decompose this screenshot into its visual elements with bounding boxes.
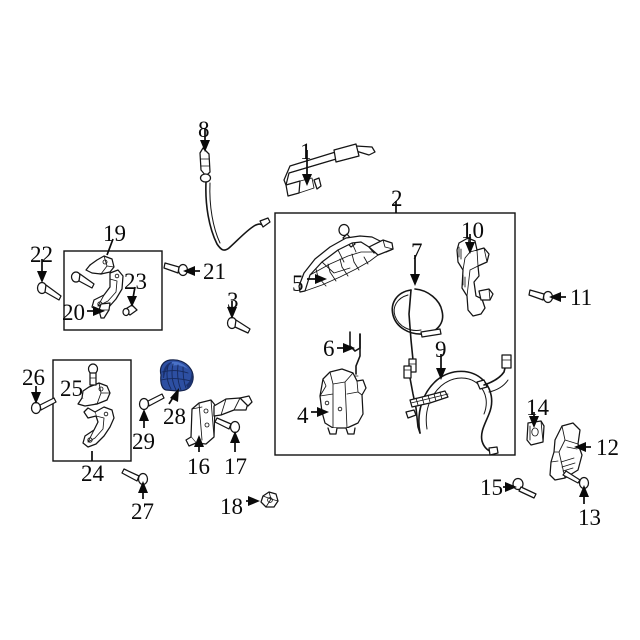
part-4-actuator [319,368,367,435]
leader-13 [579,485,589,504]
part-25-bracket-upper [77,382,111,407]
leader-28 [168,388,179,405]
group-box-19 [63,250,163,331]
callout-label-19: 19 [103,221,126,246]
leader-20 [87,306,105,316]
callout-label-21: 21 [203,259,226,284]
leader-23 [127,286,137,307]
callout-label-27: 27 [131,499,154,524]
callout-label-18: 18 [220,494,243,519]
callout-label-1: 1 [300,139,312,164]
leader-17 [230,431,240,452]
callout-label-14: 14 [526,395,549,420]
callout-label-5: 5 [292,271,304,296]
leader-16 [194,435,204,452]
callout-label-26: 26 [22,365,45,390]
callout-label-9: 9 [435,337,447,362]
leader-9 [436,354,446,380]
leader-10 [465,234,475,254]
callout-label-20: 20 [62,300,85,325]
part-28-highlighted-door-stop [159,359,194,392]
leader-22 [37,259,47,283]
callout-label-17: 17 [224,454,247,479]
callout-label-6: 6 [323,336,335,361]
callout-label-29: 29 [132,429,155,454]
leader-29 [139,409,149,428]
leader-7 [410,255,420,286]
part-24-bracket-lower [82,406,115,448]
callout-label-25: 25 [60,376,83,401]
callout-label-7: 7 [411,239,423,264]
leader-5 [307,274,327,284]
part-11-bolt [528,289,554,304]
part-25-bolt [87,363,99,386]
part-15-clip [512,477,537,499]
part-17-bolt [214,417,241,434]
part-8-cable [199,147,271,251]
part-14-bezel [526,420,545,446]
part-23-pin [122,304,138,317]
callout-label-12: 12 [596,435,619,460]
leader-4 [311,407,329,417]
callout-label-15: 15 [480,475,503,500]
callout-label-23: 23 [124,269,147,294]
part-29-bolt [138,393,165,411]
group-box-2 [274,212,516,456]
part-18-nut [260,491,279,508]
callout-label-13: 13 [578,505,601,530]
callout-label-10: 10 [461,218,484,243]
part-5-interior-handle [298,235,394,293]
part-12-exterior-handle [549,422,583,481]
part-3-bolt [226,316,251,334]
part-21-bolt [163,262,189,277]
part-27-bolt [121,468,149,486]
leader-8 [200,128,210,152]
leader-12 [574,442,591,452]
leader-15 [503,482,517,492]
leader-19 [106,238,114,256]
leader-1 [302,150,312,186]
leader-21 [183,266,200,276]
leader-6 [337,343,355,353]
callout-label-4: 4 [297,403,309,428]
callout-label-11: 11 [570,285,593,310]
part-6-lock-rod [349,331,361,377]
callout-label-2: 2 [391,186,403,211]
part-22-bolt [36,281,62,301]
part-9-cable-assembly [403,354,512,456]
leader-14 [529,412,539,428]
part-10-bracket [456,237,494,317]
callout-label-28: 28 [163,404,186,429]
callout-label-16: 16 [187,454,210,479]
part-19-upper-hinge [85,255,115,275]
callout-label-3: 3 [227,288,239,313]
leader-18 [246,496,260,506]
callout-label-24: 24 [81,461,104,486]
leader-3 [227,301,237,319]
part-16-check-arm [185,395,253,447]
bolt-inside-19 [70,271,95,289]
leader-27 [138,481,148,499]
part-1-striker [283,143,376,197]
leader-26 [31,386,41,404]
callout-label-22: 22 [30,242,53,267]
part-13-bolt [562,470,590,490]
callout-label-8: 8 [198,117,210,142]
leader-11 [549,292,566,302]
